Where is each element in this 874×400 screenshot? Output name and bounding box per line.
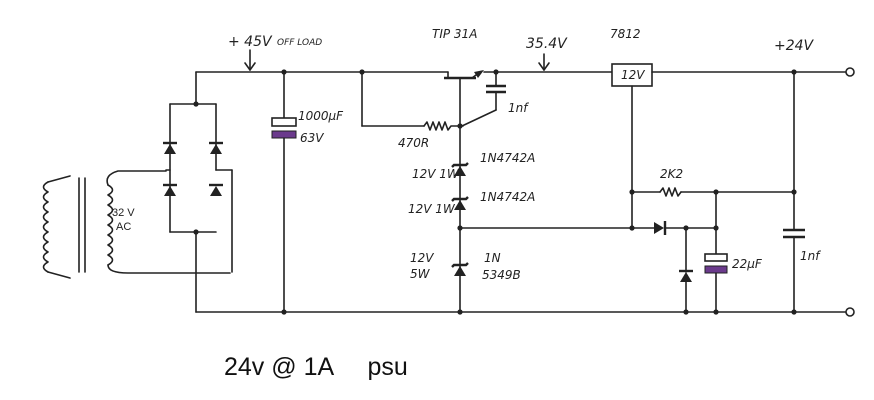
diode-icon bbox=[209, 183, 223, 196]
off-load-voltage-label: + 45V bbox=[228, 34, 273, 50]
zener2-part-label: 1N4742A bbox=[480, 190, 535, 204]
diode-icon bbox=[163, 183, 177, 196]
zener-diode-icon bbox=[451, 262, 469, 276]
transistor-label: TIP 31A bbox=[432, 27, 477, 41]
transformer-ac-label: AC bbox=[116, 221, 131, 233]
cap-main-voltage-label: 63V bbox=[300, 131, 324, 145]
output-voltage-label: +24V bbox=[774, 38, 815, 54]
capacitor-1nf-top bbox=[461, 71, 506, 127]
zener1-part-label: 1N4742A bbox=[480, 151, 535, 165]
regulator-box-label: 12V bbox=[621, 68, 645, 82]
zener-diode-icon bbox=[451, 162, 469, 176]
transformer-symbol bbox=[42, 170, 231, 279]
cap-1nf-top-label: 1nf bbox=[508, 101, 529, 115]
resistor-470-icon bbox=[423, 121, 464, 131]
cap-1nf-output-label: 1nf bbox=[800, 249, 821, 263]
voltage-arrow-icon bbox=[538, 53, 550, 71]
zener3-part-a-label: 1N bbox=[484, 251, 501, 265]
zener2-rating-label: 12V 1W bbox=[408, 202, 456, 216]
diagram-title: 24v @ 1A psu bbox=[224, 353, 408, 381]
bridge-rectifier bbox=[163, 71, 233, 313]
zener-diode-icon bbox=[451, 196, 469, 210]
zener3-voltage-label: 12V bbox=[410, 251, 434, 265]
voltage-arrow-icon bbox=[244, 49, 256, 71]
cap-main-value-label: 1000µF bbox=[298, 109, 344, 123]
diode-icon bbox=[679, 269, 693, 282]
resistor-2k2-label: 2K2 bbox=[660, 167, 683, 181]
cap-22uf-label: 22µF bbox=[732, 257, 763, 271]
resistor-2k2-icon bbox=[659, 187, 682, 197]
diode-icon bbox=[654, 221, 667, 235]
resistor-470-label: 470R bbox=[398, 136, 429, 150]
electrolytic-capacitor-22uf bbox=[704, 227, 728, 313]
zener3-watts-label: 5W bbox=[410, 267, 431, 281]
diode-icon bbox=[163, 141, 177, 154]
diode-icon bbox=[209, 141, 223, 154]
regulator-label: 7812 bbox=[610, 27, 641, 41]
npn-transistor-icon bbox=[361, 70, 613, 127]
mid-voltage-label: 35.4V bbox=[526, 36, 568, 52]
capacitor-1nf-output bbox=[783, 71, 805, 313]
off-load-note: OFF LOAD bbox=[277, 38, 322, 48]
output-terminal-positive-icon bbox=[845, 67, 855, 77]
transformer-voltage-label: 32 V bbox=[112, 207, 135, 219]
zener1-rating-label: 12V 1W bbox=[412, 167, 460, 181]
electrolytic-capacitor-main bbox=[271, 71, 297, 313]
output-terminal-ground-icon bbox=[845, 307, 855, 317]
junction-dots bbox=[193, 69, 797, 315]
zener3-part-b-label: 5349B bbox=[482, 268, 521, 282]
